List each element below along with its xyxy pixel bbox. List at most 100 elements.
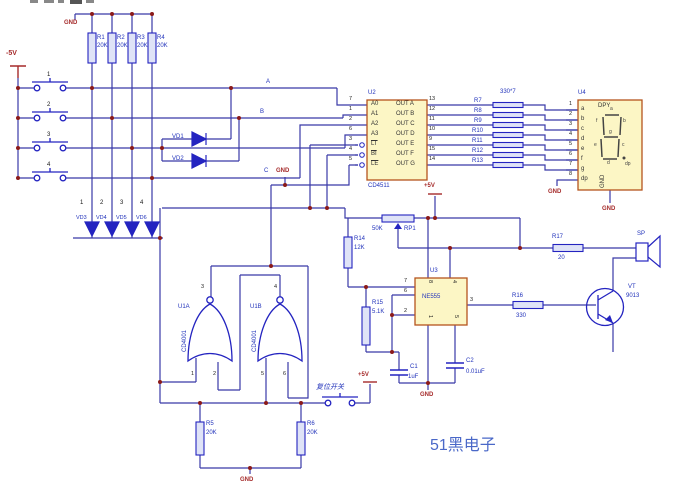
rp1-ref: RP1 bbox=[404, 226, 416, 232]
r6-ref: R6 bbox=[307, 421, 315, 427]
u2-pin-a2: A2 bbox=[371, 121, 379, 127]
u3-pinnum-4: 4 bbox=[451, 280, 457, 284]
net-label-c: C bbox=[264, 168, 269, 174]
r17-ref: R17 bbox=[552, 234, 564, 240]
u1b-pinnum-6: 6 bbox=[283, 371, 287, 377]
resistor-array-note: 330*7 bbox=[500, 89, 516, 95]
u4-part: DPY bbox=[598, 103, 611, 109]
r15-val: 5.1K bbox=[372, 309, 385, 315]
u3-pinnum-6: 6 bbox=[404, 288, 408, 294]
r14-val: 12K bbox=[354, 245, 365, 251]
u2-pinnum-7: 7 bbox=[349, 96, 353, 102]
u2-pin-a3: A3 bbox=[371, 131, 379, 137]
r4-val: 20K bbox=[157, 43, 168, 49]
button-2-number: 2 bbox=[47, 102, 51, 108]
u2-pinnum-9: 9 bbox=[429, 136, 433, 142]
u4-pinnum-5: 5 bbox=[569, 141, 573, 147]
u1a-ref: U1A bbox=[178, 304, 190, 310]
u2-pin-outa: OUT A bbox=[396, 101, 414, 107]
u4-seg-e: e bbox=[594, 142, 597, 148]
u3-pinnum-1: 1 bbox=[427, 315, 433, 319]
u1b-pinnum-4: 4 bbox=[274, 284, 278, 290]
u2-pin-outd: OUT D bbox=[396, 131, 415, 137]
u2-pinnum-10: 10 bbox=[429, 126, 436, 132]
vd5-ref: VD5 bbox=[116, 215, 127, 221]
u4-seg-a: a bbox=[610, 106, 613, 112]
u4-pin-b: b bbox=[581, 116, 585, 122]
r13-ref: R13 bbox=[472, 158, 484, 164]
u1b-pinnum-5: 5 bbox=[261, 371, 265, 377]
u4-seg-g: g bbox=[609, 129, 612, 135]
vd4-ref: VD4 bbox=[96, 215, 107, 221]
r5-ref: R5 bbox=[206, 421, 214, 427]
u2-pin-outg: OUT G bbox=[396, 161, 415, 167]
r3-ref: R3 bbox=[137, 35, 145, 41]
u4-seg-dp: dp bbox=[625, 161, 631, 167]
vd2-ref: VD2 bbox=[172, 156, 184, 162]
u2-part: CD4511 bbox=[368, 183, 390, 189]
gnd-port-array: GND bbox=[548, 189, 562, 195]
vd6-ref: VD6 bbox=[136, 215, 147, 221]
r9-ref: R9 bbox=[474, 118, 482, 124]
u3-pinnum-7: 7 bbox=[404, 278, 408, 284]
r7-ref: R7 bbox=[474, 98, 482, 104]
r16-ref: R16 bbox=[512, 293, 524, 299]
minus5v-port: -5V bbox=[6, 50, 17, 57]
u4-pinnum-6: 6 bbox=[569, 151, 573, 157]
capacitors bbox=[390, 362, 464, 376]
r4-ref: R4 bbox=[157, 35, 165, 41]
u2-pinnum-13: 13 bbox=[429, 96, 436, 102]
u1a-pinnum-1: 1 bbox=[191, 371, 195, 377]
u4-pinnum-2: 2 bbox=[569, 111, 573, 117]
u4-pinnum-1: 1 bbox=[569, 101, 573, 107]
vd1-ref: VD1 bbox=[172, 134, 184, 140]
u4-gnd-label: GND bbox=[600, 174, 606, 188]
reset-switch-label: 复位开关 bbox=[316, 384, 344, 391]
diode-col-3: 3 bbox=[120, 200, 124, 206]
u2-pinnum-11: 11 bbox=[429, 116, 435, 122]
vt-val: 9013 bbox=[626, 293, 640, 299]
r1-ref: R1 bbox=[97, 35, 105, 41]
power-symbols bbox=[10, 65, 442, 383]
u2-pinnum-6: 6 bbox=[349, 126, 353, 132]
u4-pinnum-4: 4 bbox=[569, 131, 573, 137]
gnd-port-top: GND bbox=[64, 20, 78, 26]
vd3-ref: VD3 bbox=[76, 215, 87, 221]
gnd-port-display: GND bbox=[602, 206, 616, 212]
u3-ref: U3 bbox=[430, 268, 438, 274]
u2-pin-outc: OUT C bbox=[396, 121, 415, 127]
u4-seg-c: c bbox=[622, 142, 625, 148]
r16-val: 330 bbox=[516, 313, 527, 319]
u3-pinnum-5: 5 bbox=[453, 315, 459, 319]
u2-pinnum-2: 2 bbox=[349, 116, 353, 122]
r5-val: 20K bbox=[206, 430, 217, 436]
diode-col-1: 1 bbox=[80, 200, 84, 206]
u3-pinnum-2: 2 bbox=[404, 308, 408, 314]
transistor bbox=[585, 287, 625, 327]
u4-pin-f: f bbox=[581, 156, 583, 162]
c2-ref: C2 bbox=[466, 358, 474, 364]
u4-pin-dp: dp bbox=[581, 176, 588, 182]
u2-ref: U2 bbox=[368, 90, 376, 96]
r2-val: 20K bbox=[117, 43, 128, 49]
u3-part: NE555 bbox=[422, 294, 441, 300]
plus5v-port-u2: +5V bbox=[424, 183, 435, 189]
u1b-part: CD4001 bbox=[252, 329, 258, 352]
u4-seg-d: d bbox=[607, 160, 610, 166]
speaker bbox=[635, 234, 661, 269]
watermark: 51黑电子 bbox=[430, 437, 496, 454]
u2-pin-le: LE bbox=[371, 161, 379, 167]
c2-val: 0.01uF bbox=[466, 369, 485, 375]
vt-ref: VT bbox=[628, 284, 636, 290]
button-1-number: 1 bbox=[47, 72, 51, 78]
u4-pinnum-3: 3 bbox=[569, 121, 573, 127]
r15-ref: R15 bbox=[372, 300, 384, 306]
c1-val: 1uF bbox=[408, 374, 419, 380]
rp1-val: 50K bbox=[372, 226, 383, 232]
u3-pinnum-3: 3 bbox=[470, 297, 474, 303]
u1b-ref: U1B bbox=[250, 304, 262, 310]
diode-col-4: 4 bbox=[140, 200, 144, 206]
push-buttons bbox=[32, 78, 358, 407]
